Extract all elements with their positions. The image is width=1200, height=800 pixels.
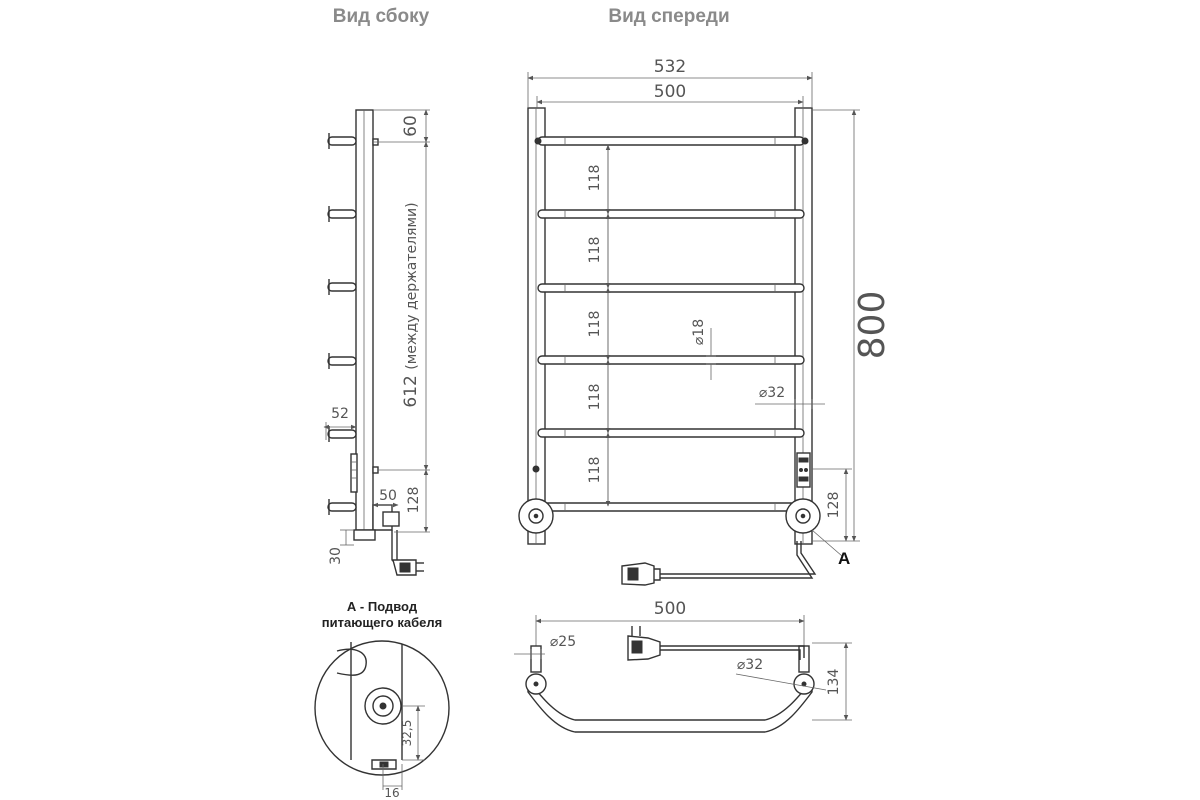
side-view-heading: Вид сбоку (333, 6, 430, 27)
front-rung (537, 209, 805, 219)
front-cap (801, 137, 809, 145)
side-dim-bottom: 128 (406, 487, 422, 514)
front-callout-a: A (838, 549, 850, 568)
side-rung-stub (327, 499, 357, 515)
side-rung-stub (327, 206, 357, 222)
front-left-disc (518, 498, 554, 534)
detail-a: А - Подвод питающего кабеля 32,5 16 (314, 599, 450, 800)
detail-title-line2: питающего кабеля (322, 615, 442, 630)
front-right-disc (785, 498, 821, 534)
bottom-dim-post-diameter: ⌀32 (737, 657, 763, 673)
side-view: 60 612 (между держателями) 128 52 50 30 (323, 109, 430, 576)
bottom-dim-width: 500 (654, 599, 686, 619)
side-dim-holders-value: 612 (401, 375, 421, 407)
side-dim-holders: 612 (между держателями) (401, 202, 421, 407)
front-cable (660, 541, 814, 579)
side-dim-top: 60 (401, 115, 421, 137)
front-control-unit (796, 452, 811, 488)
side-rung-stub (327, 133, 357, 149)
bottom-plug (627, 626, 661, 661)
bottom-view: 500 ⌀25 ⌀32 134 (514, 599, 852, 733)
front-dim-spacing: 118 (587, 311, 603, 338)
side-dim-offset: 52 (331, 406, 349, 422)
side-dim-foot: 30 (328, 547, 344, 565)
detail-connector (364, 687, 402, 725)
bottom-dim-inlet-diameter: ⌀25 (550, 634, 576, 650)
front-rung (537, 502, 805, 512)
bottom-left-inlet (530, 645, 542, 673)
front-dim-spacing: 118 (587, 165, 603, 192)
front-dim-bottom: 128 (826, 492, 842, 519)
front-dim-spacing: 118 (587, 237, 603, 264)
detail-dim-height: 32,5 (400, 720, 414, 747)
front-plug (621, 562, 661, 586)
detail-dim-width: 16 (384, 786, 399, 800)
bottom-dim-depth: 134 (826, 669, 842, 696)
front-dim-height: 800 (852, 291, 893, 360)
front-view-heading: Вид спереди (608, 6, 729, 27)
side-rung-stub (327, 353, 357, 369)
front-rung (537, 428, 805, 438)
front-cap (534, 137, 542, 145)
front-rung (537, 283, 805, 293)
side-control-block (350, 453, 358, 493)
front-rung (537, 355, 805, 365)
front-left-post (527, 107, 546, 545)
front-view: A 532 500 800 128 118 118 118 118 118 (518, 57, 893, 586)
detail-bracket (336, 648, 367, 676)
front-dim-rung-diameter: ⌀18 (691, 319, 707, 345)
side-dim-holders-note: (между держателями) (404, 202, 420, 369)
side-post (355, 109, 374, 531)
front-dim-width-outer: 532 (654, 57, 686, 77)
bottom-cable (660, 649, 801, 660)
side-foot (353, 529, 376, 541)
front-dim-post-diameter: ⌀32 (759, 385, 785, 401)
side-plug (392, 559, 424, 576)
detail-circle (314, 640, 450, 776)
side-dim-connector: 50 (379, 488, 397, 504)
side-rung-stub (327, 426, 357, 442)
front-cap (532, 465, 540, 473)
side-wall-holder (372, 466, 379, 474)
front-dim-spacing: 118 (587, 457, 603, 484)
detail-title-line1: А - Подвод (347, 599, 418, 614)
side-rung-stub (327, 279, 357, 295)
front-dim-width-inner: 500 (654, 82, 686, 102)
front-dim-spacing: 118 (587, 384, 603, 411)
bottom-frame (527, 678, 813, 733)
front-rung (537, 136, 805, 146)
